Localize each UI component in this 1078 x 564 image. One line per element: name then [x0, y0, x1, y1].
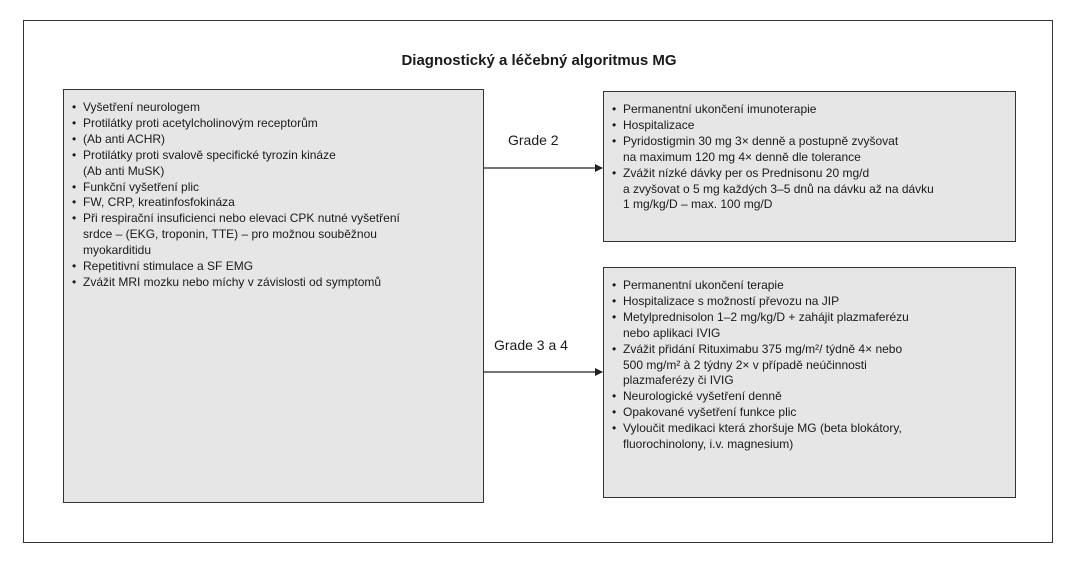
- list-item-text: 1 mg/kg/D – max. 100 mg/D: [623, 197, 773, 212]
- list-item: Opakované vyšetření funkce plic: [612, 405, 1007, 421]
- list-item-text: fluorochinolony, i.v. magnesium): [623, 437, 794, 452]
- list-item: Protilátky proti svalově specifické tyro…: [72, 148, 475, 180]
- grade-3-4-label: Grade 3 a 4: [494, 337, 568, 353]
- list-item: FW, CRP, kreatinfosfokináza: [72, 195, 475, 211]
- list-item-text: Zvážit přidání Rituximabu 375 mg/m²/ týd…: [623, 341, 903, 356]
- list-item: Vyloučit medikaci která zhoršuje MG (bet…: [612, 421, 1007, 453]
- grade-2-treatment-list: Permanentní ukončení imunoterapieHospita…: [612, 102, 1007, 213]
- list-item-text: srdce – (EKG, troponin, TTE) – pro možno…: [83, 227, 377, 242]
- list-item-text: Vyloučit medikaci která zhoršuje MG (bet…: [623, 421, 902, 436]
- list-item: Vyšetření neurologem: [72, 100, 475, 116]
- list-item: Zvážit přidání Rituximabu 375 mg/m²/ týd…: [612, 342, 1007, 390]
- list-item-text: (Ab anti MuSK): [83, 163, 165, 178]
- list-item: Při respirační insuficienci nebo elevaci…: [72, 211, 475, 259]
- list-item-text: Protilátky proti acetylcholinovým recept…: [83, 115, 318, 130]
- list-item-text: Funkční vyšetření plic: [83, 179, 200, 194]
- diagram-title: Diagnostický a léčebný algoritmus MG: [401, 52, 677, 69]
- grade-3-4-treatment-box: Permanentní ukončení terapieHospitalizac…: [603, 267, 1016, 498]
- list-item-text: Permanentní ukončení terapie: [623, 278, 784, 292]
- list-item-text: Vyšetření neurologem: [83, 100, 200, 114]
- grade-3-4-treatment-list: Permanentní ukončení terapieHospitalizac…: [612, 278, 1007, 453]
- list-item: Metylprednisolon 1–2 mg/kg/D + zahájit p…: [612, 310, 1007, 342]
- list-item: Permanentní ukončení terapie: [612, 278, 1007, 294]
- list-item-text: Metylprednisolon 1–2 mg/kg/D + zahájit p…: [623, 309, 909, 324]
- list-item: Zvážit nízké dávky per os Prednisonu 20 …: [612, 166, 1007, 214]
- list-item: Funkční vyšetření plic: [72, 180, 475, 196]
- list-item-text: a zvyšovat o 5 mg každých 3–5 dnů na dáv…: [623, 181, 934, 196]
- list-item-text: na maximum 120 mg 4× denně dle tolerance: [623, 149, 861, 164]
- list-item-text: Permanentní ukončení imunoterapie: [623, 102, 817, 116]
- list-item-text: Hospitalizace s možností převozu na JIP: [623, 293, 840, 308]
- diagnostics-box: Vyšetření neurologemProtilátky proti ace…: [63, 89, 484, 503]
- list-item-text: myokarditidu: [83, 243, 152, 258]
- list-item-text: FW, CRP, kreatinfosfokináza: [83, 195, 235, 210]
- list-item: Repetitivní stimulace a SF EMG: [72, 259, 475, 275]
- list-item-text: Neurologické vyšetření denně: [623, 389, 782, 404]
- grade-2-treatment-box: Permanentní ukončení imunoterapieHospita…: [603, 91, 1016, 242]
- list-item-text: Protilátky proti svalově specifické tyro…: [83, 147, 336, 162]
- list-item: Hospitalizace: [612, 118, 1007, 134]
- list-item: Neurologické vyšetření denně: [612, 389, 1007, 405]
- list-item-text: Zvážit nízké dávky per os Prednisonu 20 …: [623, 165, 870, 180]
- list-item: Pyridostigmin 30 mg 3× denně a postupně …: [612, 134, 1007, 166]
- list-item: Zvážit MRI mozku nebo míchy v závislosti…: [72, 275, 475, 291]
- list-item: (Ab anti ACHR): [72, 132, 475, 148]
- list-item: Hospitalizace s možností převozu na JIP: [612, 294, 1007, 310]
- diagnostics-list: Vyšetření neurologemProtilátky proti ace…: [72, 100, 475, 291]
- list-item-text: plazmaferézy či IVIG: [623, 373, 734, 388]
- list-item-text: Opakované vyšetření funkce plic: [623, 405, 797, 420]
- list-item-text: Repetitivní stimulace a SF EMG: [83, 259, 254, 274]
- list-item-text: Při respirační insuficienci nebo elevaci…: [83, 211, 400, 226]
- list-item-text: Pyridostigmin 30 mg 3× denně a postupně …: [623, 133, 899, 148]
- list-item-text: nebo aplikaci IVIG: [623, 325, 721, 340]
- list-item: Permanentní ukončení imunoterapie: [612, 102, 1007, 118]
- grade-2-label: Grade 2: [508, 132, 559, 148]
- list-item: Protilátky proti acetylcholinovým recept…: [72, 116, 475, 132]
- list-item-text: (Ab anti ACHR): [83, 131, 166, 146]
- list-item-text: Hospitalizace: [623, 117, 695, 132]
- list-item-text: 500 mg/m² à 2 týdny 2× v případě neúčinn…: [623, 357, 867, 372]
- list-item-text: Zvážit MRI mozku nebo míchy v závislosti…: [83, 274, 382, 289]
- diagram-frame: [23, 20, 1053, 543]
